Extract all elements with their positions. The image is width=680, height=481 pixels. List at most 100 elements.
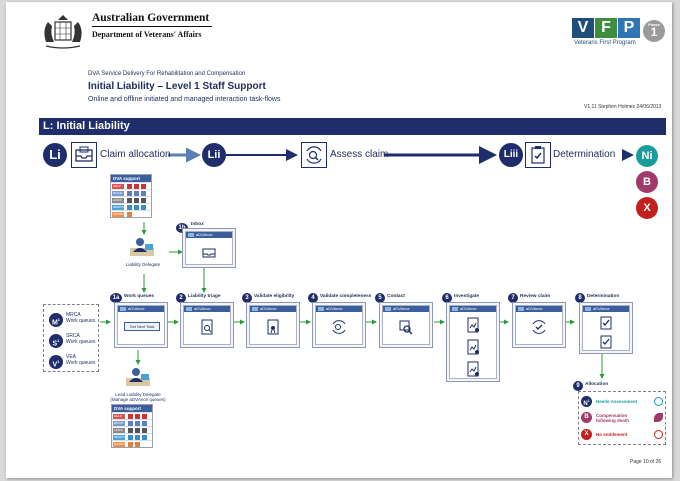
header-rule: [92, 26, 212, 27]
support-row-desktop[interactable]: DESKTOP: [111, 203, 151, 210]
clipboard-check-icon: [600, 316, 612, 330]
stage-li-circle: Li: [43, 143, 67, 167]
desktop-icons: [128, 435, 150, 440]
clipboard-check-icon: [600, 335, 612, 349]
magnify-cycle-icon: [332, 320, 346, 334]
allocation-compensation-death[interactable]: B Compensation following death: [579, 412, 665, 423]
allocation-text: Compensation following death: [596, 413, 629, 423]
step-6-label: Investigate: [454, 294, 480, 299]
dva-support-panel: DVA support HELP ROOS LINKS DESKTOP MATR…: [110, 174, 152, 218]
outcome-x: X: [636, 197, 658, 219]
step-1a-label: Work queues: [124, 294, 155, 299]
lead-delegate-label: Lead Liability Delegate(Manage aDVAnce q…: [110, 392, 166, 402]
document-certificate-icon: [267, 319, 279, 335]
doc-title: Initial Liability – Level 1 Staff Suppor…: [88, 81, 266, 92]
cross-circle-icon: [654, 430, 663, 439]
step-1a-number: 1a: [110, 293, 122, 303]
dva-support-title: DVA support: [112, 405, 152, 412]
step-3-number: 3: [242, 293, 252, 303]
determination-card[interactable]: aDVAnce: [579, 302, 633, 354]
step-9-number: 9: [573, 381, 583, 391]
validate-eligibility-card[interactable]: aDVAnce: [246, 302, 300, 348]
gov-title: Australian Government: [92, 12, 210, 24]
lead-delegate-icon: [126, 368, 150, 386]
allocation-panel: N1 Needs Assessment B Compensation follo…: [578, 391, 666, 445]
vfp-letter: F: [595, 18, 617, 38]
support-row-label: ROOS: [113, 421, 125, 426]
stage-lii-circle: Lii: [202, 143, 226, 167]
app-header: aDVAnce: [186, 232, 232, 238]
app-header: aDVAnce: [184, 306, 230, 312]
contact-card[interactable]: aDVAnce: [379, 302, 433, 348]
roos-icons: [127, 191, 149, 196]
get-next-task-button[interactable]: Get Next Task: [124, 322, 160, 331]
clipboard-chart-icon: [467, 339, 479, 355]
allocation-code: X: [581, 429, 592, 440]
allocation-code: B: [581, 412, 592, 423]
support-row-label: ROOS: [112, 191, 124, 196]
validate-completeness-card[interactable]: aDVAnce: [312, 302, 366, 348]
stage-liii-circle: Liii: [499, 143, 523, 167]
section-banner: L: Initial Liability: [39, 118, 666, 135]
scheme-circle: V1: [49, 354, 63, 369]
matrics-icons: [128, 442, 150, 447]
check-circle-icon: [654, 397, 663, 406]
step-2-label: Liability triage: [188, 294, 221, 299]
support-row-desktop[interactable]: DESKTOP: [112, 433, 152, 440]
department-name: Department of Veterans' Affairs: [92, 30, 202, 39]
step-7-label: Review claim: [520, 294, 551, 299]
allocation-text: Needs Assessment: [596, 399, 638, 404]
support-row-help[interactable]: HELP: [111, 182, 151, 189]
liability-delegate-icon: [130, 238, 154, 256]
support-row-matrics[interactable]: MATRICS: [111, 210, 151, 217]
support-row-label: MATRICS: [113, 442, 128, 447]
support-row-roos[interactable]: ROOS: [112, 419, 152, 426]
dva-support-panel-lower: DVA support HELP ROOS LINKS DESKTOP MATR…: [111, 404, 153, 448]
app-header: aDVAnce: [516, 306, 562, 312]
allocation-code: N1: [581, 396, 592, 407]
document-magnify-icon: [201, 319, 213, 335]
support-row-label: HELP: [113, 414, 125, 419]
stage-lii-label: Assess claim: [330, 149, 389, 160]
work-queues-card[interactable]: aDVAnce Get Next Task: [114, 302, 168, 348]
clipboard-chart-icon: [467, 317, 479, 333]
support-row-roos[interactable]: ROOS: [111, 189, 151, 196]
scheme-circle: S1: [49, 333, 63, 348]
help-icons: [127, 184, 149, 189]
desktop-icons: [127, 205, 149, 210]
support-row-matrics[interactable]: MATRICS: [112, 440, 152, 447]
document-page: Australian Government Department of Vete…: [6, 2, 672, 478]
step-4-label: Validate completeness: [320, 294, 372, 299]
allocation-text: No entitlement: [596, 432, 628, 437]
page-number: Page 10 of 26: [630, 459, 662, 465]
step-4-number: 4: [308, 293, 318, 303]
links-icons: [128, 428, 150, 433]
support-row-label: DESKTOP: [113, 435, 129, 440]
investigate-card[interactable]: aDVAnce: [446, 302, 500, 382]
vfp-letter: P: [618, 18, 640, 38]
liability-triage-card[interactable]: aDVAnce: [180, 302, 234, 348]
support-row-links[interactable]: LINKS: [112, 426, 152, 433]
app-header: aDVAnce: [450, 306, 496, 312]
outcome-b: B: [636, 171, 658, 193]
outcome-ni: Ni: [636, 145, 658, 167]
support-row-links[interactable]: LINKS: [111, 196, 151, 203]
allocation-needs-assessment[interactable]: N1 Needs Assessment: [579, 396, 665, 407]
phase-badge-text: Phase: [648, 22, 660, 27]
roos-icons: [128, 421, 150, 426]
app-header: aDVAnce: [583, 306, 629, 312]
step-8-number: 8: [575, 293, 585, 303]
allocation-no-entitlement[interactable]: X No entitlement: [579, 429, 665, 440]
doc-subtitle: Online and offline initiated and managed…: [88, 96, 281, 103]
clipboard-chart-icon: [467, 361, 479, 377]
inbox-card[interactable]: aDVAnce: [182, 228, 236, 268]
step-3-label: Validate eligibility: [254, 294, 295, 299]
review-claim-card[interactable]: aDVAnce: [512, 302, 566, 348]
app-header: aDVAnce: [118, 306, 164, 312]
support-row-help[interactable]: HELP: [112, 412, 152, 419]
